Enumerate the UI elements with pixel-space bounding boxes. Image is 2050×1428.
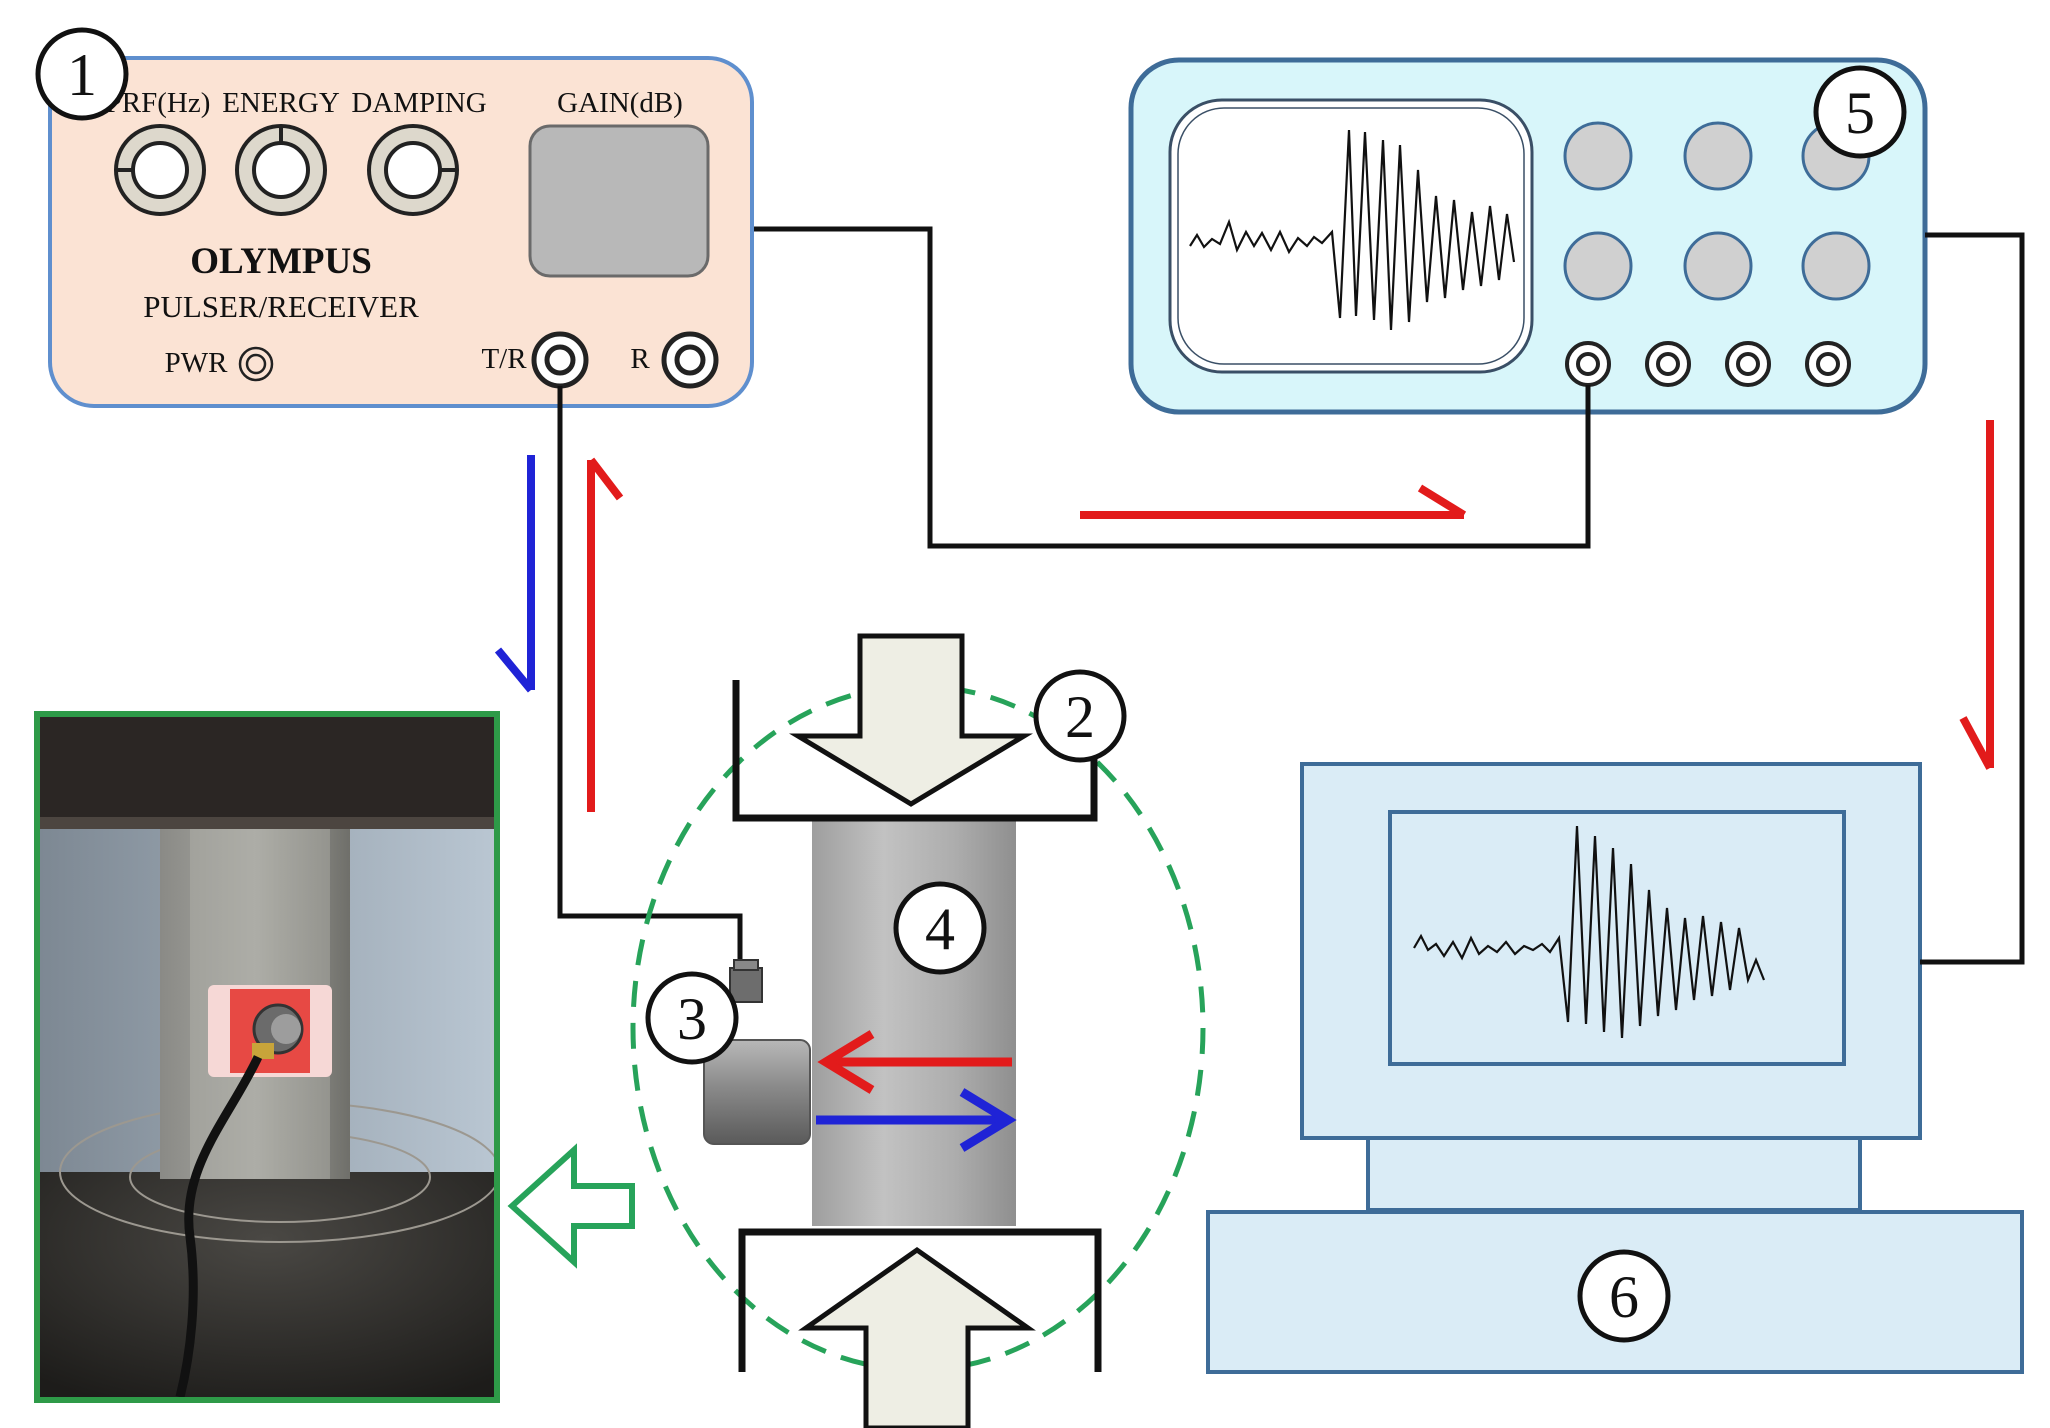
transducer-connector: [729, 967, 763, 1003]
pwr-label: PWR: [165, 347, 229, 379]
specimen-block: [812, 820, 1016, 1226]
photo-pointer-arrow: [507, 1143, 635, 1269]
callout-3: 3: [645, 971, 739, 1065]
computer-base: [1366, 1136, 1862, 1212]
cable-scope-to-computer: [1920, 232, 2025, 965]
bottom-platen: [738, 1228, 1102, 1372]
signal-arrows: [494, 420, 1994, 812]
svg-text:2: 2: [1065, 684, 1095, 750]
cable-pulser-to-scope: [754, 226, 1591, 549]
callouts: 1 2 3 4 5 6: [35, 27, 1907, 1343]
r-connector: [661, 331, 719, 389]
tr-label: T/R: [481, 343, 527, 375]
signal-arrow-to-scope: [1080, 484, 1467, 519]
r-label: R: [630, 343, 650, 375]
experiment-photo: [34, 711, 500, 1403]
energy-label: ENERGY: [222, 87, 340, 119]
callout-2: 2: [1033, 669, 1127, 763]
callout-5: 5: [1813, 65, 1907, 159]
callout-4: 4: [893, 881, 987, 975]
monitor-waveform: [1413, 825, 1766, 1039]
scope-connectors: [1565, 341, 1851, 387]
callout-6: 6: [1577, 1249, 1671, 1343]
signal-arrow-to-computer: [1959, 420, 1994, 770]
energy-knob: [235, 124, 327, 216]
svg-text:4: 4: [925, 896, 955, 962]
pulser-subtitle: PULSER/RECEIVER: [143, 289, 419, 324]
oscilloscope: [1128, 57, 1928, 415]
svg-text:5: 5: [1845, 80, 1875, 146]
reflected-wave-arrow: [817, 1030, 1012, 1094]
scope-knobs: [1563, 121, 1871, 301]
prf-knob: [114, 124, 206, 216]
scope-waveform: [1189, 129, 1516, 331]
callout-1: 1: [35, 27, 129, 121]
load-arrow-top: [788, 633, 1034, 807]
damping-knob: [367, 124, 459, 216]
svg-text:3: 3: [677, 986, 707, 1052]
gain-display: [528, 124, 710, 278]
pwr-indicator: [238, 346, 274, 382]
echo-arrow-up: [587, 457, 624, 812]
loading-assembly: [507, 633, 1206, 1428]
brand-label: OLYMPUS: [190, 241, 372, 282]
damping-label: DAMPING: [351, 87, 486, 119]
incident-wave-arrow: [816, 1088, 1017, 1152]
svg-text:6: 6: [1609, 1264, 1639, 1330]
gain-label: GAIN(dB): [557, 87, 683, 119]
load-arrow-bottom: [798, 1246, 1036, 1428]
svg-text:1: 1: [67, 42, 97, 108]
transducer-body: [703, 1039, 811, 1145]
pulser-receiver: PRF(Hz) ENERGY DAMPING GAIN(dB) OLYMPUS …: [48, 56, 754, 408]
excitation-arrow-down: [494, 455, 535, 693]
tr-connector: [531, 331, 589, 389]
scope-screen: [1168, 98, 1534, 374]
